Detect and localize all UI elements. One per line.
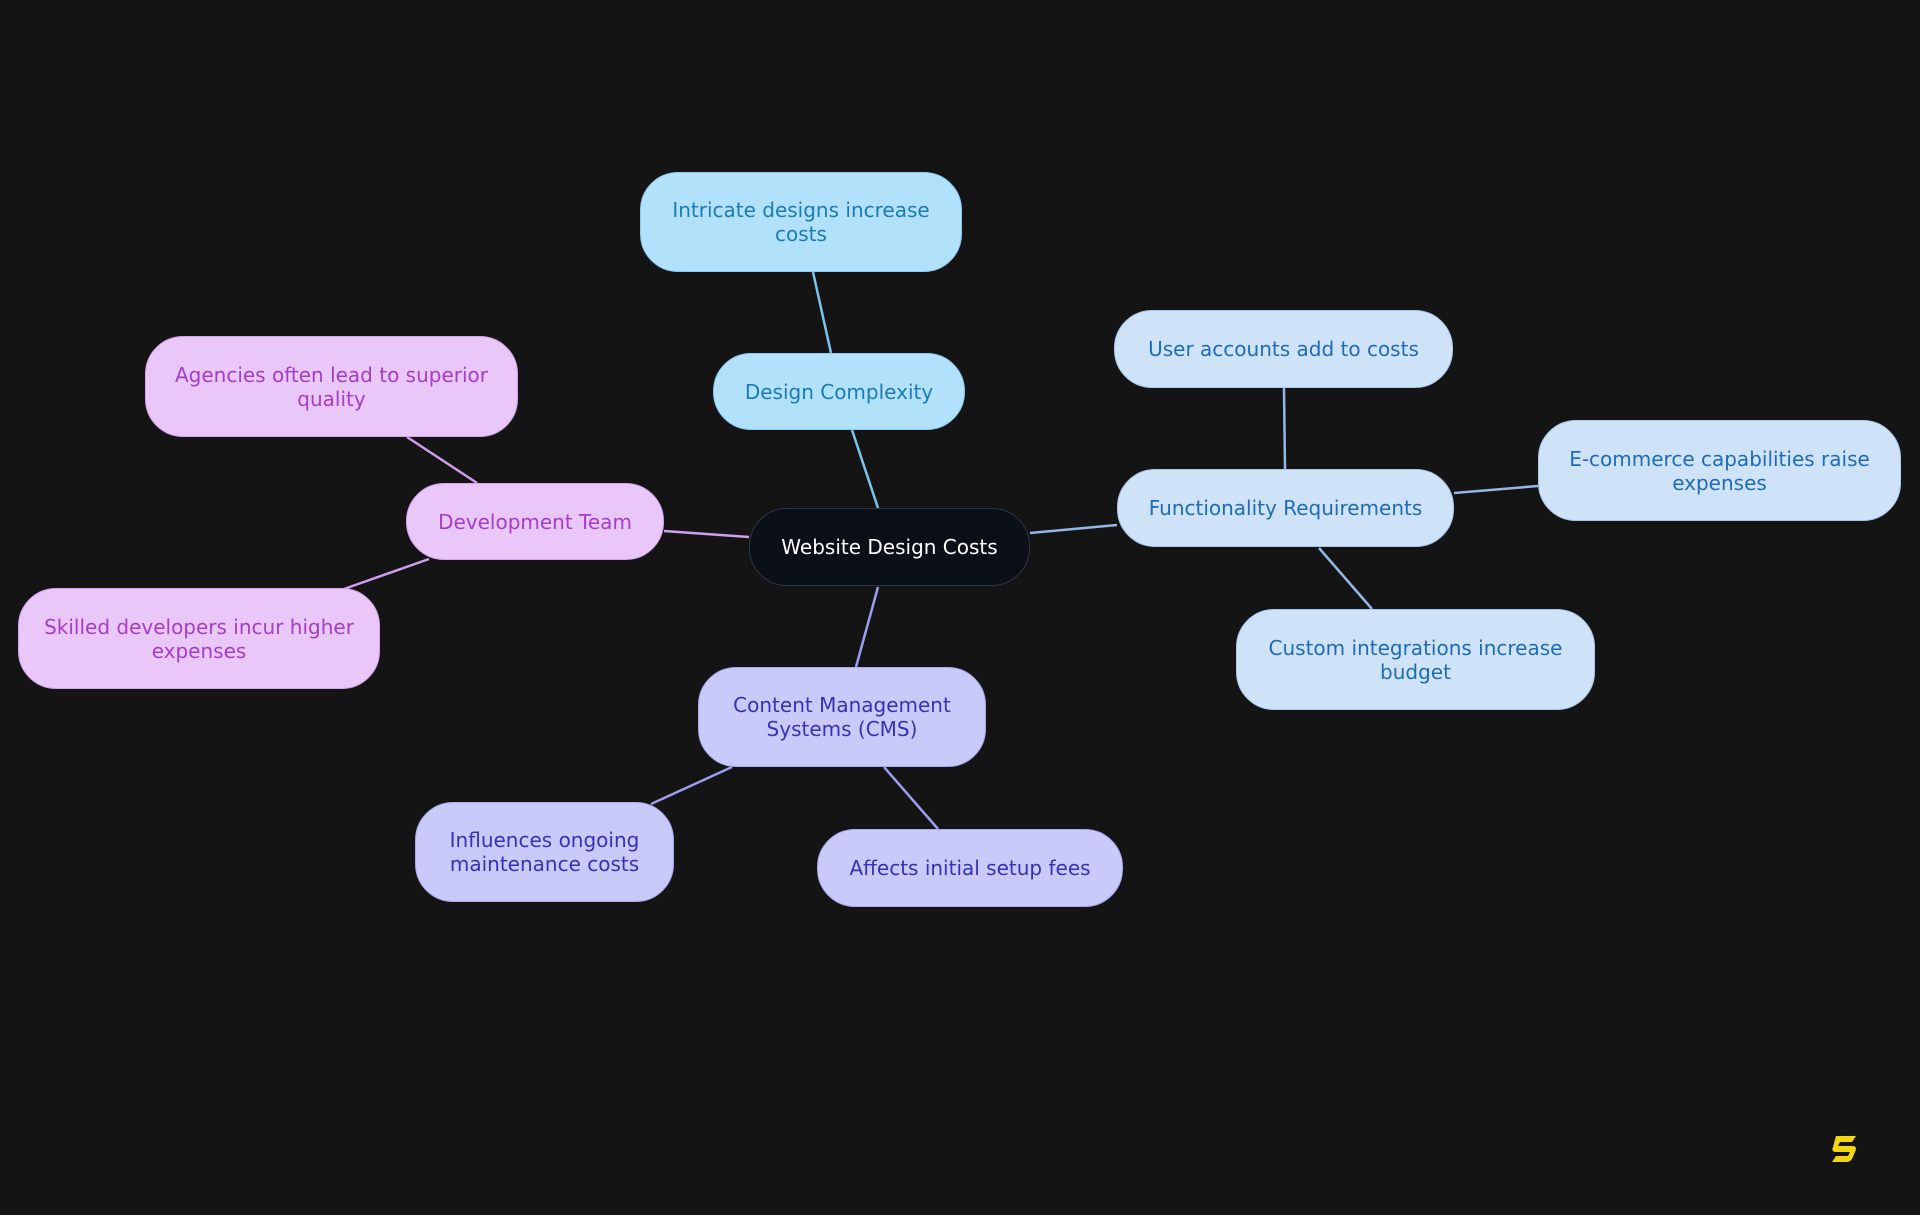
intricate-designs-label: Intricate designs increase costs xyxy=(672,198,930,246)
cms-label: Content Management Systems (CMS) xyxy=(733,693,951,741)
functionality-requirements-node[interactable]: Functionality Requirements xyxy=(1117,469,1454,547)
edge-cms-setup xyxy=(883,766,939,830)
user-accounts-label: User accounts add to costs xyxy=(1148,337,1419,361)
edge-functionality-user-accounts xyxy=(1282,387,1287,470)
design-complexity-node[interactable]: Design Complexity xyxy=(713,353,965,430)
custom-integrations-label: Custom integrations increase budget xyxy=(1268,635,1563,684)
edge-dev-team-skilled xyxy=(343,557,430,591)
edge-dev-team-agencies xyxy=(406,435,478,485)
edge-root-functionality xyxy=(1029,523,1118,535)
development-team-node[interactable]: Development Team xyxy=(406,483,664,560)
agencies-quality-label: Agencies often lead to superior quality xyxy=(174,362,489,411)
development-team-label: Development Team xyxy=(438,509,632,534)
edge-functionality-ecommerce xyxy=(1453,484,1539,495)
ecommerce-label: E-commerce capabilities raise expenses xyxy=(1569,446,1870,495)
root-node-label: Website Design Costs xyxy=(781,535,998,559)
design-complexity-label: Design Complexity xyxy=(744,379,934,404)
skilled-developers-node[interactable]: Skilled developers incur higher expenses xyxy=(18,588,380,689)
edge-functionality-custom xyxy=(1318,547,1373,610)
edge-root-dev-team xyxy=(663,529,750,539)
brand-s-logo-icon xyxy=(1832,1136,1856,1162)
maintenance-costs-label: Influences ongoing maintenance costs xyxy=(449,828,640,876)
agencies-quality-node[interactable]: Agencies often lead to superior quality xyxy=(145,336,518,437)
edge-design-complexity-intricate xyxy=(811,271,833,354)
custom-integrations-node[interactable]: Custom integrations increase budget xyxy=(1236,609,1595,710)
intricate-designs-node[interactable]: Intricate designs increase costs xyxy=(640,172,962,272)
maintenance-costs-node[interactable]: Influences ongoing maintenance costs xyxy=(415,802,674,902)
setup-fees-node[interactable]: Affects initial setup fees xyxy=(817,829,1123,907)
root-node[interactable]: Website Design Costs xyxy=(749,508,1030,586)
setup-fees-label: Affects initial setup fees xyxy=(849,856,1091,880)
functionality-requirements-label: Functionality Requirements xyxy=(1148,496,1423,520)
edge-cms-maintenance xyxy=(650,765,733,806)
skilled-developers-label: Skilled developers incur higher expenses xyxy=(44,614,354,663)
edge-root-design-complexity xyxy=(850,429,880,509)
edge-root-cms xyxy=(854,586,880,668)
user-accounts-node[interactable]: User accounts add to costs xyxy=(1114,310,1453,388)
cms-node[interactable]: Content Management Systems (CMS) xyxy=(698,667,986,767)
ecommerce-node[interactable]: E-commerce capabilities raise expenses xyxy=(1538,420,1901,521)
